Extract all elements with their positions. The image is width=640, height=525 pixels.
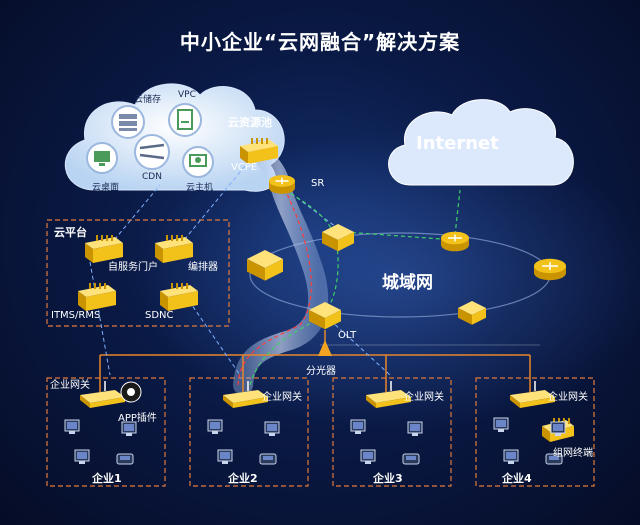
metro-switch-icon-bottom	[458, 301, 486, 325]
sr-router-icon	[269, 175, 295, 194]
enterprise-4-pc-icon-3	[503, 449, 519, 464]
app-plugin-icon	[120, 381, 142, 403]
app-plugin-label: APP插件	[118, 413, 157, 424]
enterprise-1-gateway-icon	[80, 381, 125, 408]
cloud-host-icon	[182, 146, 214, 178]
enterprise-2-pc-icon-1	[207, 419, 223, 434]
storage-label: 云储存	[134, 95, 162, 105]
metro-switch-icon-top	[322, 224, 354, 252]
cdn-icon	[134, 134, 170, 170]
desktop-label: 云桌面	[92, 183, 120, 193]
olt-label: OLT	[338, 330, 357, 341]
enterprise-3-label: 企业3	[373, 472, 403, 485]
orchestrator-server-icon	[155, 235, 193, 263]
enterprise-1-box	[46, 377, 166, 487]
cdn-label: CDN	[142, 172, 162, 182]
enterprise-3-pc-icon-3	[360, 449, 376, 464]
enterprise-3-gateway-label: 企业网关	[404, 392, 444, 403]
metro-router-icon-right	[534, 258, 566, 281]
portal-server-icon	[85, 235, 123, 263]
metro-network-label: 城域网	[382, 273, 433, 293]
enterprise-2-pc-icon-2	[264, 421, 280, 436]
enterprise-2-pc-icon-3	[217, 449, 233, 464]
enterprise-1-pc-icon-3	[74, 449, 90, 464]
metro-router-icon-top	[441, 231, 469, 252]
internet-label: Internet	[416, 133, 499, 154]
storage-icon	[111, 105, 145, 139]
orchestrator-label: 编排器	[188, 262, 218, 273]
enterprise-4-box	[475, 377, 595, 487]
enterprise-3-pc-icon-2	[407, 421, 423, 436]
enterprise-1-gateway-label: 企业网关	[50, 380, 90, 391]
enterprise-1-pc-icon-2	[121, 421, 137, 436]
desktop-icon	[86, 142, 118, 174]
enterprise-3-pc-icon-1	[350, 419, 366, 434]
vcpe-icon	[240, 138, 278, 164]
enterprise-4-label: 企业4	[502, 472, 532, 485]
networking-terminal-label: 组网终端	[553, 448, 593, 459]
sdnc-server-icon	[160, 283, 198, 311]
enterprise-3-phone-icon	[402, 453, 420, 465]
enterprise-2-label: 企业2	[228, 472, 258, 485]
vpc-label: VPC	[178, 90, 196, 100]
cloud-host-label: 云主机	[186, 183, 214, 193]
splitter-label: 分光器	[306, 366, 336, 377]
cloud-platform-box	[46, 219, 230, 327]
enterprise-4-phone-icon	[545, 453, 563, 465]
portal-label: 自服务门户	[108, 262, 158, 273]
sdnc-label: SDNC	[145, 310, 174, 321]
enterprise-4-pc-icon-2	[550, 421, 566, 436]
vpc-icon	[168, 103, 202, 137]
splitter-icon	[318, 340, 332, 356]
page-title: 中小企业“云网融合”解决方案	[179, 30, 461, 54]
internet-cloud	[388, 99, 574, 186]
enterprise-2-phone-icon	[259, 453, 277, 465]
cloud-platform-label: 云平台	[54, 226, 87, 239]
enterprise-1-pc-icon-1	[64, 419, 80, 434]
enterprise-2-gateway-icon	[223, 381, 268, 408]
itms-server-icon	[78, 283, 116, 311]
enterprise-2-gateway-label: 企业网关	[262, 392, 302, 403]
enterprise-4-gateway-icon	[510, 381, 555, 408]
links	[89, 159, 540, 392]
vcpe-label: VCPE	[231, 162, 258, 173]
enterprise-3-gateway-icon	[366, 381, 411, 408]
enterprise-1-phone-icon	[116, 453, 134, 465]
olt-icon	[309, 302, 341, 330]
metro-switch-icon-left	[247, 250, 283, 281]
cloud-resource-pool	[64, 83, 285, 192]
enterprise-4-gateway-label: 企业网关	[548, 392, 588, 403]
sr-label: SR	[311, 178, 325, 189]
enterprise-4-pc-icon-1	[493, 417, 509, 432]
enterprise-1-label: 企业1	[92, 472, 122, 485]
itms-label: ITMS/RMS	[51, 310, 101, 321]
enterprise-3-box	[332, 377, 452, 487]
cloud-pool-label: 云资源池	[228, 116, 272, 129]
